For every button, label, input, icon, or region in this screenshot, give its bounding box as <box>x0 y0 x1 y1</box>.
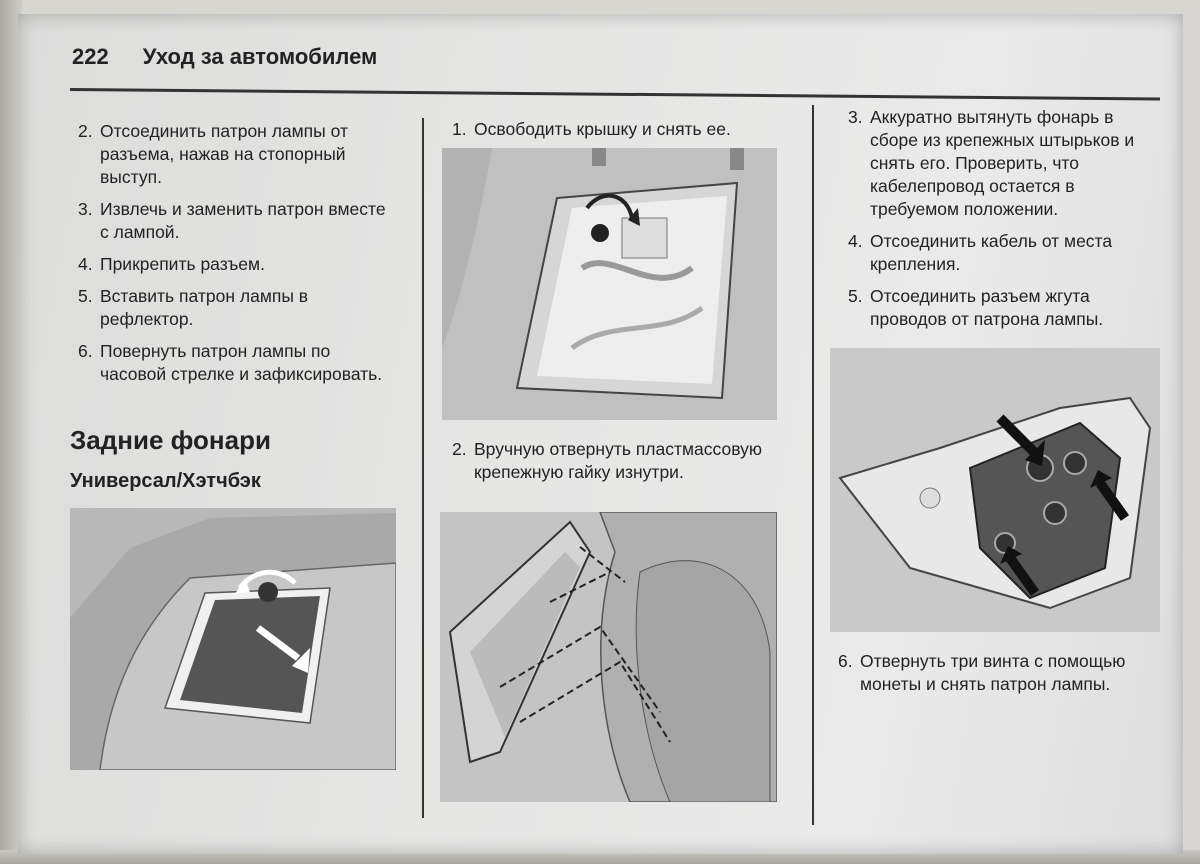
page-title: Уход за автомобилем <box>142 44 378 69</box>
page-number: 222 <box>72 44 109 69</box>
trunk-cover-illustration <box>70 508 396 770</box>
step-item: 3.Аккуратно вытянуть фонарь в сборе из к… <box>848 107 1135 219</box>
step-item: 5.Вставить патрон лампы в рефлектор. <box>78 286 309 329</box>
right-column-bottom: 6.Отвернуть три винта с помощью монеты и… <box>838 650 1158 705</box>
figure-cover-removed <box>442 148 777 420</box>
figure-lamp-assembly <box>440 512 777 802</box>
subsection-title: Универсал/Хэтчбэк <box>70 470 261 492</box>
cover-removed-illustration <box>442 148 777 420</box>
step-item: 6.Повернуть патрон лампы по часовой стре… <box>78 341 383 384</box>
step-item: 2.Вручную отвернуть пластмассовую крепеж… <box>452 439 762 482</box>
step-item: 6.Отвернуть три винта с помощью монеты и… <box>838 651 1126 694</box>
step-item: 3.Извлечь и заменить патрон вместе с лам… <box>78 199 386 242</box>
middle-column-bottom: 2.Вручную отвернуть пластмассовую крепеж… <box>452 438 782 493</box>
book-edge-left <box>0 0 22 864</box>
lamp-holder-illustration <box>830 348 1160 632</box>
step-item: 4.Прикрепить разъем. <box>78 254 265 274</box>
left-column: 2.Отсоединить патрон лампы от разъема, н… <box>78 120 398 395</box>
page-header: 222 Уход за автомобилем <box>72 44 377 70</box>
lamp-assembly-illustration <box>440 512 777 802</box>
figure-trunk-cover <box>70 508 396 770</box>
step-item: 4.Отсоединить кабель от места крепления. <box>848 231 1113 274</box>
step-item: 2.Отсоединить патрон лампы от разъема, н… <box>78 121 348 187</box>
step-item: 1.Освободить крышку и снять ее. <box>452 119 731 139</box>
right-column-top: 3.Аккуратно вытянуть фонарь в сборе из к… <box>848 106 1163 340</box>
section-title: Задние фонари <box>70 425 271 455</box>
column-divider-2 <box>812 105 814 825</box>
column-divider-1 <box>422 118 424 818</box>
figure-lamp-holder <box>830 348 1160 632</box>
middle-column-top: 1.Освободить крышку и снять ее. <box>452 118 797 150</box>
step-item: 5.Отсоединить разъем жгута проводов от п… <box>848 286 1104 329</box>
